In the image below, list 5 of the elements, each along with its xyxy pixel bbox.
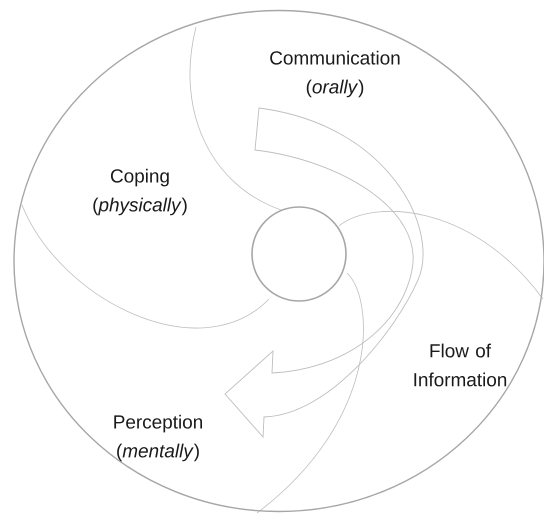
sector-label: Flow of Information [414, 344, 506, 386]
sector-label: Coping (physically) [93, 168, 187, 216]
sector-label: Perception (mentally) [114, 414, 202, 462]
inner-circle [251, 206, 347, 302]
sector-label: Communication (orally) [270, 50, 400, 98]
